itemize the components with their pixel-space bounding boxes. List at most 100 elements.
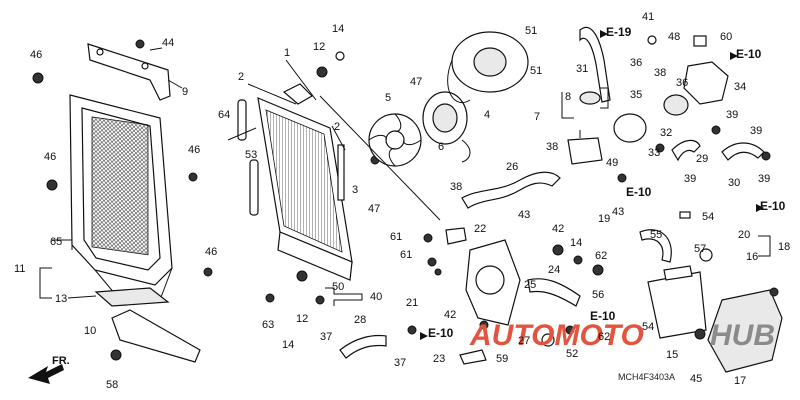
label-39: 39 bbox=[750, 125, 762, 137]
bolts bbox=[32, 39, 213, 361]
label-62: 62 bbox=[598, 331, 610, 343]
label-32: 32 bbox=[660, 127, 672, 139]
leader-lines bbox=[39, 47, 771, 306]
ref-e10: E-10 bbox=[760, 199, 786, 213]
label-46: 46 bbox=[30, 49, 42, 61]
ref-e10: E-10 bbox=[590, 309, 616, 323]
label-33: 33 bbox=[648, 147, 660, 159]
label-15: 15 bbox=[666, 349, 678, 361]
label-61: 61 bbox=[400, 249, 412, 261]
label-28: 28 bbox=[354, 314, 366, 326]
label-56: 56 bbox=[592, 289, 604, 301]
label-42: 42 bbox=[444, 309, 456, 321]
label-46: 46 bbox=[205, 246, 217, 258]
label-11: 11 bbox=[14, 263, 25, 275]
label-49: 49 bbox=[606, 157, 618, 169]
label-61: 61 bbox=[390, 231, 402, 243]
label-64: 64 bbox=[218, 109, 230, 121]
fan-shroud bbox=[447, 31, 529, 103]
label-24: 24 bbox=[548, 264, 560, 276]
label-47: 47 bbox=[410, 76, 422, 88]
label-29: 29 bbox=[696, 153, 708, 165]
reservoir-tank bbox=[647, 265, 707, 339]
diagram-code: MCH4F3403A bbox=[618, 372, 675, 382]
label-14: 14 bbox=[332, 23, 344, 35]
label-5: 5 bbox=[385, 92, 391, 104]
label-46: 46 bbox=[188, 144, 200, 156]
label-18: 18 bbox=[778, 241, 790, 253]
label-2: 2 bbox=[238, 71, 244, 83]
label-45: 45 bbox=[690, 373, 702, 385]
label-34: 34 bbox=[734, 81, 746, 93]
label-8: 8 bbox=[565, 91, 571, 103]
thermostat-housing bbox=[567, 137, 603, 165]
label-21: 21 bbox=[406, 297, 418, 309]
pump-cover bbox=[465, 239, 521, 326]
label-51: 51 bbox=[525, 25, 537, 37]
label-43: 43 bbox=[612, 206, 624, 218]
label-55: 55 bbox=[650, 229, 662, 241]
label-39: 39 bbox=[758, 173, 770, 185]
cover-34 bbox=[683, 61, 729, 105]
label-12: 12 bbox=[313, 41, 325, 53]
pipe-25 bbox=[527, 278, 581, 307]
label-39: 39 bbox=[726, 109, 738, 121]
hose-29 bbox=[671, 139, 701, 162]
label-58: 58 bbox=[106, 379, 118, 391]
label-1: 1 bbox=[284, 47, 290, 59]
hose-53 bbox=[237, 99, 247, 141]
label-20: 20 bbox=[738, 229, 750, 241]
hose-55 bbox=[639, 229, 672, 263]
label-39: 39 bbox=[684, 173, 696, 185]
label-22: 22 bbox=[474, 223, 486, 235]
label-26: 26 bbox=[506, 161, 518, 173]
label-38: 38 bbox=[450, 181, 462, 193]
label-54: 54 bbox=[642, 321, 654, 333]
label-46: 46 bbox=[44, 151, 56, 163]
lower-bracket bbox=[111, 309, 201, 363]
label-31: 31 bbox=[576, 63, 588, 75]
label-19: 19 bbox=[598, 213, 610, 225]
clamp-23 bbox=[459, 349, 487, 365]
callout-labels: 46 44 9 46 46 46 65 11 13 10 58 14 1 12 … bbox=[14, 11, 790, 391]
label-42: 42 bbox=[552, 223, 564, 235]
label-14: 14 bbox=[570, 237, 582, 249]
label-35: 35 bbox=[630, 89, 642, 101]
label-30: 30 bbox=[728, 177, 740, 189]
front-arrow bbox=[28, 364, 64, 384]
label-2: 2 bbox=[334, 121, 340, 133]
label-4: 4 bbox=[484, 109, 490, 121]
grille-plate bbox=[94, 287, 170, 307]
label-59: 59 bbox=[496, 353, 508, 365]
label-23: 23 bbox=[433, 353, 445, 365]
label-27: 27 bbox=[518, 335, 530, 347]
label-47: 47 bbox=[368, 203, 380, 215]
upper-bracket bbox=[87, 43, 171, 101]
label-16: 16 bbox=[746, 251, 758, 263]
label-13: 13 bbox=[55, 293, 67, 305]
label-36: 36 bbox=[676, 77, 688, 89]
label-57: 57 bbox=[694, 243, 706, 255]
watermark-right: HUB bbox=[710, 319, 775, 352]
watermark-left: AUTOMOTO bbox=[469, 319, 644, 352]
hose-26 bbox=[461, 171, 561, 209]
ref-e10: E-10 bbox=[428, 326, 454, 340]
label-53: 53 bbox=[245, 149, 257, 161]
label-51: 51 bbox=[530, 65, 542, 77]
label-12: 12 bbox=[296, 313, 308, 325]
label-9: 9 bbox=[182, 86, 188, 98]
hose-37 bbox=[339, 334, 387, 359]
water-pump bbox=[613, 113, 647, 143]
stay-22 bbox=[445, 227, 467, 245]
label-14: 14 bbox=[282, 339, 294, 351]
label-38: 38 bbox=[654, 67, 666, 79]
label-48: 48 bbox=[668, 31, 680, 43]
label-36: 36 bbox=[630, 57, 642, 69]
label-44: 44 bbox=[162, 37, 174, 49]
label-7: 7 bbox=[534, 111, 540, 123]
label-25: 25 bbox=[524, 279, 536, 291]
hose-31 bbox=[579, 26, 611, 103]
cooling-fan bbox=[368, 113, 422, 167]
label-10: 10 bbox=[84, 325, 96, 337]
